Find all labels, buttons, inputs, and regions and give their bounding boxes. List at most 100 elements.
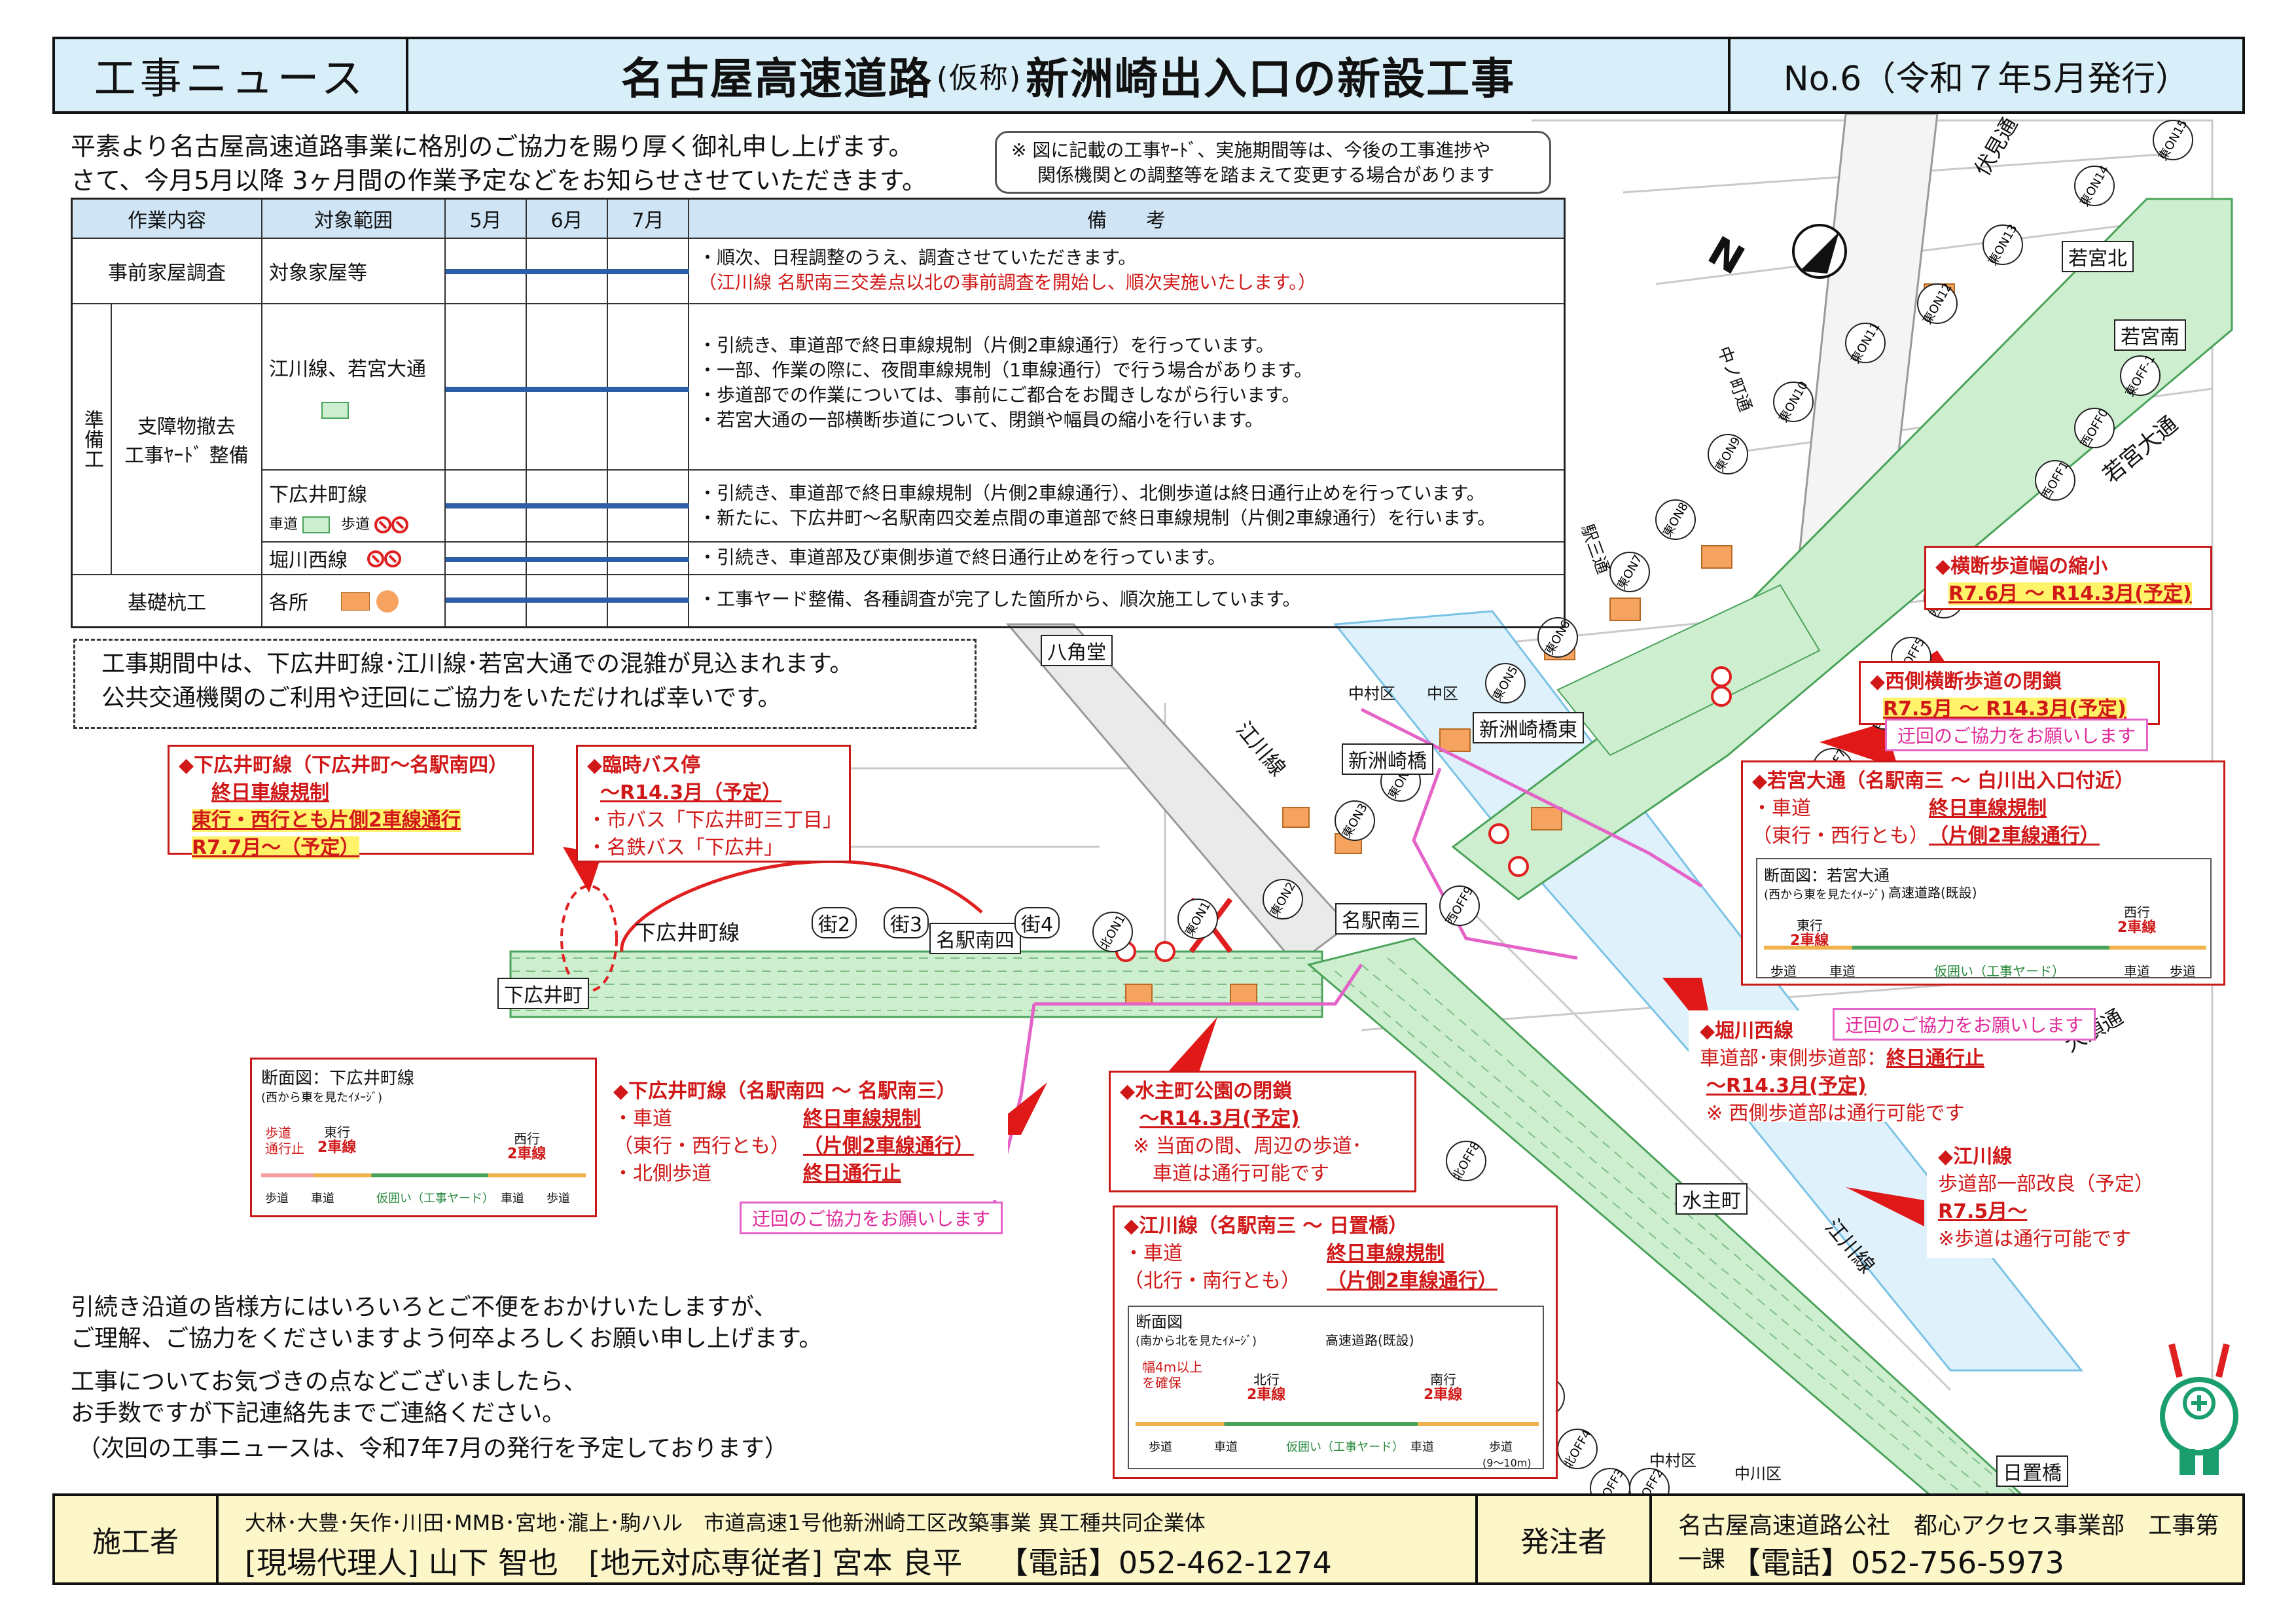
change-notice: ※ 図に記載の工事ﾔｰﾄﾞ、実施期間等は、今後の工事進捗や 関係機関との調整等を… [995, 131, 1551, 194]
section-wakamiya: 断面図：若宮大通 (西から東を見たｲﾒｰｼﾞ) 高速道路(既設) 東行 2車線 … [1756, 858, 2212, 979]
pier-marker: 東ON3 [1335, 800, 1375, 841]
th-may: 5月 [446, 200, 527, 239]
pier-marker: 東ON10 [1773, 379, 1814, 425]
pier-marker: 北OFF4 [1557, 1427, 1598, 1471]
pier-marker: 西OFF1 [2035, 459, 2075, 502]
schedule-table: 作業内容 対象範囲 5月 6月 7月 備 考 事前家屋調査 対象家屋等 ・順次、… [71, 198, 1566, 628]
closed-icon [367, 550, 384, 567]
schedule-bar-row1 [446, 269, 689, 274]
th-range: 対象範囲 [262, 200, 446, 239]
client-tel: 【電話】052-756-5973 [1731, 1545, 2064, 1580]
row5-remark: ・工事ヤード整備、各種調査が完了した箇所から、順次施工しています。 [698, 588, 1301, 610]
label-wakamiya-s: 若宮南 [2114, 319, 2186, 351]
pier-marker: 東ON8 [1655, 499, 1696, 540]
notice-line-1: ※ 図に記載の工事ﾔｰﾄﾞ、実施期間等は、今後の工事進捗や [1011, 139, 1491, 161]
contractor-tel: 【電話】052-462-1274 [997, 1545, 1332, 1580]
label-shimohiroi-line: 下広井町線 [635, 920, 740, 945]
pier-marker: 西OFF0 [2074, 406, 2115, 450]
yard-swatch [321, 402, 349, 419]
label-nakamura-ku-2: 中村区 [1649, 1452, 1696, 1470]
label-nakamura-ku: 中村区 [1348, 685, 1395, 703]
intro-line-2: さて、今月5月以降 3ヶ月間の作業予定などをお知らせさせていただきます。 [71, 166, 927, 195]
pier-marker: 東ON1 [1177, 899, 1218, 939]
section-egawa: 断面図 (南から北を見たｲﾒｰｼﾞ) 高速道路(既設) 幅4m以上 を確保 北行… [1128, 1306, 1544, 1469]
schedule-bar-row3 [446, 503, 689, 508]
row3-range: 下広井町線 車道 歩道 [262, 471, 446, 543]
pier-marker: 西OFF9 [1439, 884, 1480, 927]
label-naka-ku: 中区 [1427, 685, 1458, 703]
title-main: 名古屋高速道路 [620, 54, 933, 104]
pile-swatch [376, 590, 399, 613]
page-title: 名古屋高速道路 (仮称) 新洲崎出入口の新設工事 [408, 39, 1731, 111]
row2-range: 江川線、若宮大通 [262, 304, 446, 471]
callout-kako-park: ◆水主町公園の閉鎖 ～R14.3月(予定) ※ 当面の間、周辺の歩道･ 車道は通… [1109, 1071, 1416, 1192]
callout-bus-stop: ◆臨時バス停 ～R14.3月（予定） ・市バス「下広井町三丁目」 ・名鉄バス「下… [576, 745, 851, 863]
label-wakamiya-n: 若宮北 [2062, 241, 2134, 272]
row1-range: 対象家屋等 [262, 239, 446, 304]
row4-range: 堀川西線 [262, 543, 446, 575]
label-hakkakudo: 八角堂 [1041, 635, 1113, 666]
title-sub: 新洲崎出入口の新設工事 [1026, 54, 1516, 104]
th-work: 作業内容 [73, 200, 262, 239]
detour-note-2: 迂回のご協力をお願いします [1833, 1008, 2096, 1041]
title-tentative: (仮称) [936, 62, 1022, 95]
notice-line-2: 関係機関との調整等を踏まえて変更する場合があります [1037, 164, 1495, 186]
callout-crosswalk-close: ◆西側横断歩道の閉鎖 R7.5月 ～ R14.3月(予定) [1859, 661, 2160, 725]
detour-note-1: 迂回のご協力をお願いします [1885, 719, 2149, 751]
row1-remark: ・順次、日程調整のうえ、調査させていただきます。 （江川線 名駅南三交差点以北の… [689, 239, 1564, 304]
pier-marker: 北ON1 [1092, 912, 1133, 952]
closed-icon [374, 516, 392, 533]
yard-orange-swatch [341, 592, 370, 611]
header-bar: 工事ニュース 名古屋高速道路 (仮称) 新洲崎出入口の新設工事 No.6（令和７… [52, 37, 2245, 114]
schedule-bar-row4 [446, 557, 689, 562]
pier-marker: 北OFF8 [1446, 1139, 1486, 1183]
contractor-contact: [現場代理人] 山下 智也 [地元対応専従者] 宮本 良平 【電話】052-46… [245, 1545, 1332, 1580]
label-shinsuzaki-bridge: 新洲崎橋 [1342, 743, 1433, 775]
callout-shimohiroi-mid: ◆下広井町線（名駅南四 ～ 名駅南三） ・車道終日車線規制 （東行・西行とも）（… [602, 1071, 1008, 1200]
pier-marker: 東ON15 [2153, 117, 2193, 163]
label-gai2: 街2 [812, 907, 857, 938]
prep-label: 準備工 [73, 304, 112, 575]
th-july: 7月 [608, 200, 689, 239]
section-shimohiroi: 断面図：下広井町線 (西から東を見たｲﾒｰｼﾞ) 歩道 通行止 東行 2車線 西… [250, 1058, 597, 1217]
pier-marker: 東ON11 [1845, 320, 1886, 366]
callout-shimohiroi-top: ◆下広井町線（下広井町～名駅南四） 終日車線規制 東行・西行とも片側2車線通行 … [168, 745, 534, 859]
news-label: 工事ニュース [55, 39, 408, 111]
label-gai3: 街3 [884, 907, 929, 938]
label-meieki-3: 名駅南三 [1335, 903, 1427, 935]
client-name: 名古屋高速道路公社 都心アクセス事業部 工事第一課 [1678, 1512, 2219, 1573]
pier-marker: 東ON13 [1982, 222, 2023, 268]
issue-number: No.6（令和７年5月発行） [1783, 59, 2190, 99]
pier-marker: 東OFF-1 [2120, 352, 2161, 399]
label-hioki-bridge: 日置橋 [1996, 1455, 2068, 1487]
callout-egawa-main: ◆江川線（名駅南三 ～ 日置橋） ・車道終日車線規制 （北行・南行とも）（片側2… [1113, 1205, 1558, 1479]
label-shinsuzaki-east: 新洲崎橋東 [1473, 712, 1584, 743]
pier-marker: 東ON2 [1263, 879, 1303, 919]
callout-crosswalk-narrow: ◆横断歩道幅の縮小 R7.6月 ～ R14.3月(予定) [1924, 546, 2212, 610]
row5-range: 各所 [262, 575, 446, 626]
pier-marker: 東ON5 [1485, 663, 1526, 704]
closing-text: 引続き沿道の皆様方にはいろいろとご不便をおかけいたしますが、 ご理解、ご協力をく… [71, 1294, 823, 1462]
pier-marker: 東ON7 [1609, 552, 1650, 592]
client-label: 発注者 [1475, 1496, 1652, 1582]
label-kako: 水主町 [1676, 1183, 1748, 1215]
intro-text: 平素より名古屋高速道路事業に格別のご協力を賜り厚く御礼申し上げます。 さて、今月… [71, 130, 1013, 198]
closed-icon [384, 550, 401, 567]
contractor-names: 大林･大豊･矢作･川田･MMB･宮地･瀧上･駒ハル 市道高速1号他新洲崎工区改築… [245, 1510, 1206, 1535]
congestion-notice: 工事期間中は、下広井町線･江川線･若宮大通での混雑が見込まれます。 公共交通機関… [73, 639, 977, 729]
mascot-icon [2160, 1343, 2238, 1475]
schedule-bar-row2 [446, 387, 689, 392]
row1-work: 事前家屋調査 [73, 239, 262, 304]
compass-icon [1792, 224, 1847, 279]
label-gai4: 街4 [1014, 907, 1060, 938]
label-meieki-4: 名駅南四 [929, 923, 1021, 954]
schedule-bar-row5 [446, 597, 689, 603]
intro-line-1: 平素より名古屋高速道路事業に格別のご協力を賜り厚く御礼申し上げます。 [71, 132, 914, 161]
callout-egawa-side: ◆江川線 歩道部一部改良（予定） R7.5月～ ※歩道は通行可能です [1927, 1136, 2162, 1258]
row3-remark: ・引続き、車道部で終日車線規制（片側2車線通行）、北側歩道は終日通行止めを行って… [689, 471, 1564, 543]
label-shimohiroi: 下広井町 [497, 978, 589, 1009]
pier-marker: 東ON9 [1708, 434, 1748, 474]
pier-marker: 東ON14 [2074, 163, 2115, 209]
th-june: 6月 [527, 200, 608, 239]
row2-remark: ・引続き、車道部で終日車線規制（片側2車線通行）を行っています。 ・一部、作業の… [689, 304, 1564, 471]
